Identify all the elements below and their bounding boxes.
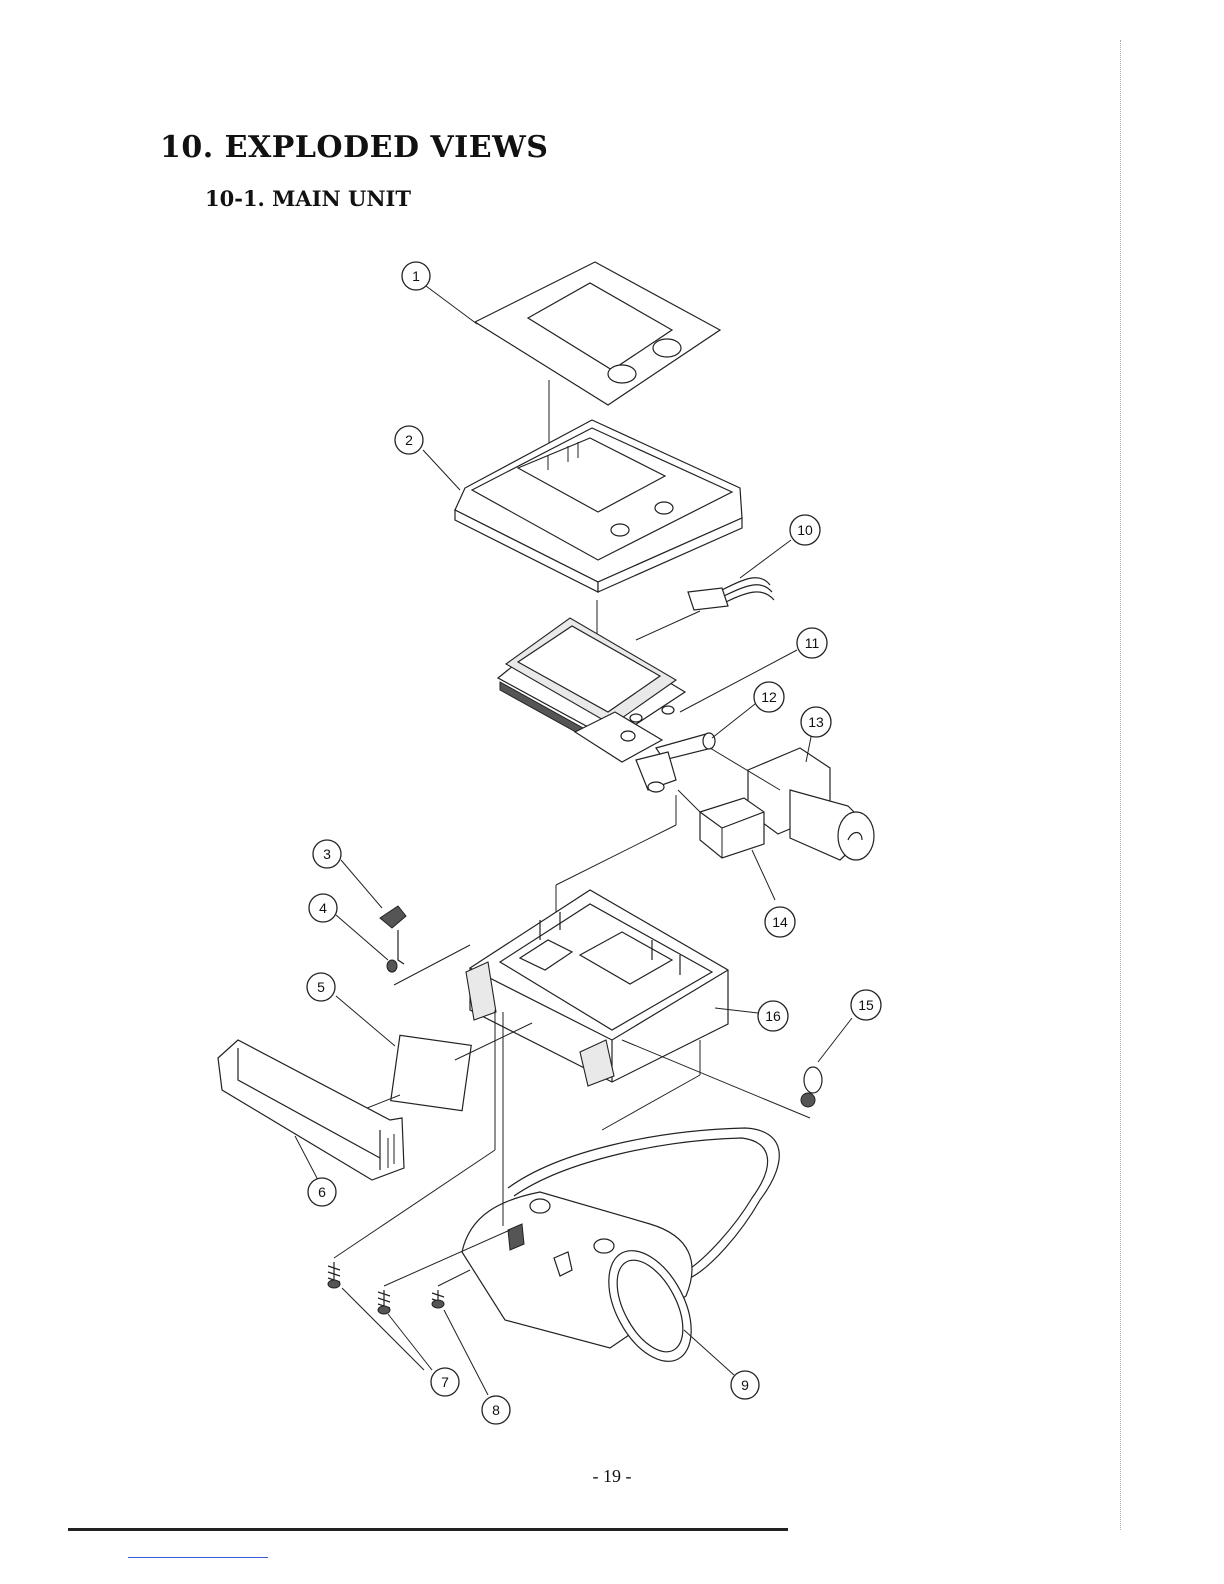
svg-text:7: 7 (441, 1374, 449, 1390)
part-pump (748, 748, 874, 860)
callout-1: 1 (402, 262, 430, 290)
callout-16: 16 (758, 1001, 788, 1031)
part-screws (328, 1262, 444, 1314)
svg-text:4: 4 (319, 900, 327, 916)
callout-7: 7 (431, 1368, 459, 1396)
callout-11: 11 (797, 628, 827, 658)
callout-3: 3 (313, 840, 341, 868)
callout-2: 2 (395, 426, 423, 454)
svg-text:13: 13 (808, 714, 824, 730)
svg-text:11: 11 (805, 635, 820, 651)
svg-text:9: 9 (741, 1377, 749, 1393)
svg-text:5: 5 (317, 979, 325, 995)
callout-6: 6 (308, 1178, 336, 1206)
part-flat-cable (688, 578, 774, 610)
svg-text:14: 14 (772, 914, 788, 930)
svg-text:10: 10 (797, 522, 813, 538)
part-lcd-pcb (498, 618, 685, 762)
svg-text:1: 1 (412, 268, 420, 284)
svg-text:2: 2 (405, 432, 413, 448)
part-clip (801, 1067, 822, 1107)
part-spring-contact (380, 906, 406, 972)
callout-12: 12 (754, 682, 784, 712)
footer-blue-rule (128, 1557, 268, 1558)
part-lower-case (466, 890, 728, 1086)
page-edge (1120, 40, 1122, 1530)
part-face-sheet (475, 262, 720, 405)
callout-10: 10 (790, 515, 820, 545)
svg-text:15: 15 (858, 997, 874, 1013)
callout-15: 15 (851, 990, 881, 1020)
callout-14: 14 (765, 907, 795, 937)
svg-text:16: 16 (765, 1008, 781, 1024)
part-upper-case (455, 420, 742, 592)
part-battery-cover (218, 1040, 404, 1180)
svg-text:3: 3 (323, 846, 331, 862)
callout-8: 8 (482, 1396, 510, 1424)
part-label (391, 1035, 471, 1110)
svg-text:8: 8 (492, 1402, 500, 1418)
part-valve (700, 798, 764, 858)
footer-rule (68, 1528, 788, 1531)
svg-text:12: 12 (761, 689, 777, 705)
callout-13: 13 (801, 707, 831, 737)
svg-text:6: 6 (318, 1184, 326, 1200)
callout-9: 9 (731, 1371, 759, 1399)
page-number: - 19 - (0, 1466, 1224, 1487)
part-cuff (462, 1128, 779, 1375)
callout-4: 4 (309, 894, 337, 922)
callout-5: 5 (307, 973, 335, 1001)
